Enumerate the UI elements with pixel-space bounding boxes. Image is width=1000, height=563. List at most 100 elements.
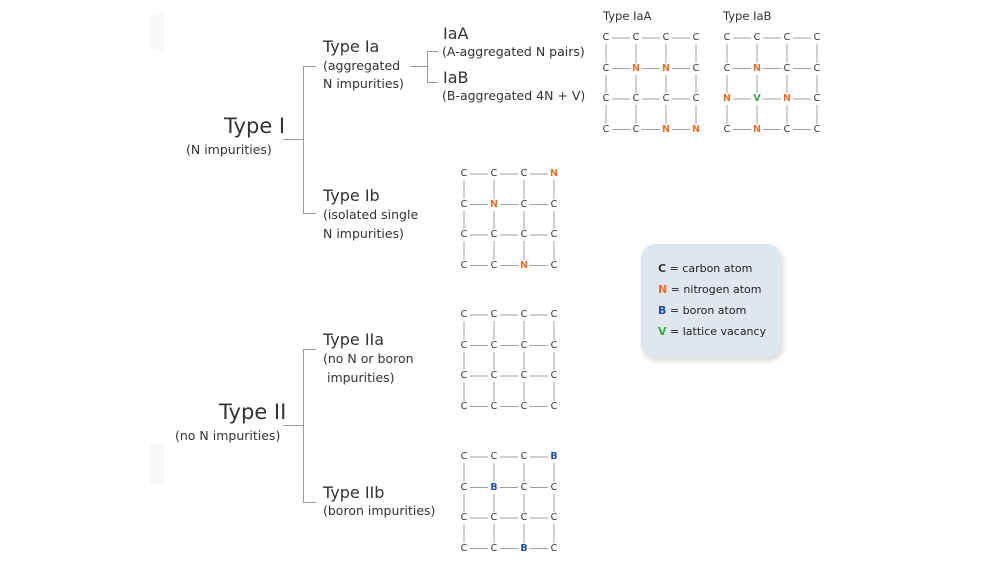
atom-carbon: C: [518, 451, 530, 463]
atom-carbon: C: [458, 168, 470, 180]
atom-carbon: C: [548, 400, 560, 413]
legend-box: C = carbon atom N = nitrogen atom B = bo…: [641, 244, 781, 358]
atom-carbon: C: [548, 229, 560, 241]
atom-nitrogen: N: [721, 93, 733, 105]
legend-symbol-boron: B: [658, 304, 667, 317]
atom-vacancy: V: [751, 93, 763, 105]
legend-text-carbon: = carbon atom: [666, 262, 753, 275]
atom-carbon: C: [488, 229, 500, 241]
lattice-bonds: [463, 314, 555, 407]
atom-carbon: C: [600, 62, 612, 75]
atom-nitrogen: N: [660, 62, 672, 75]
type-ib-desc-1: (isolated single: [323, 207, 419, 222]
type-i-bracket: [303, 66, 316, 214]
atom-carbon: C: [458, 229, 470, 241]
atom-carbon: C: [488, 542, 500, 555]
type-i-title: Type I: [224, 114, 286, 138]
lattice-label-iab: Type IaB: [723, 9, 772, 23]
type-ib-title: Type Ib: [323, 186, 380, 205]
atom-nitrogen: N: [781, 93, 793, 105]
type-iaa-title: IaA: [443, 24, 469, 43]
lattice-bonds: [463, 456, 555, 549]
type-ii-bracket: [303, 349, 316, 503]
type-ii-title: Type II: [219, 400, 287, 424]
atom-carbon: C: [488, 400, 500, 413]
atom-carbon: C: [781, 32, 793, 44]
type-iia-desc-2: impurities): [323, 370, 395, 385]
atom-carbon: C: [518, 400, 530, 413]
atom-carbon: C: [548, 512, 560, 524]
atom-carbon: C: [518, 229, 530, 241]
atom-carbon: C: [518, 512, 530, 524]
legend-item-vacancy: V = lattice vacancy: [658, 325, 766, 338]
type-iab-desc: (B-aggregated 4N + V): [442, 88, 586, 103]
atom-boron: B: [548, 451, 560, 463]
legend-item-boron: B = boron atom: [658, 304, 746, 317]
legend-item-nitrogen: N = nitrogen atom: [658, 283, 762, 296]
type-ia-bracket: [427, 51, 438, 83]
type-ia-title: Type Ia: [323, 37, 380, 56]
atom-carbon: C: [781, 123, 793, 136]
atom-carbon: C: [811, 32, 823, 44]
atom-carbon: C: [751, 32, 763, 44]
atom-carbon: C: [690, 93, 702, 105]
atom-carbon: C: [721, 62, 733, 75]
type-iia-desc-1: (no N or boron: [323, 351, 414, 366]
atom-carbon: C: [458, 198, 470, 211]
atom-carbon: C: [458, 339, 470, 352]
atom-carbon: C: [518, 339, 530, 352]
type-i-connector: [283, 139, 303, 140]
atom-nitrogen: N: [518, 259, 530, 272]
legend-symbol-carbon: C: [658, 262, 667, 275]
atom-carbon: C: [721, 123, 733, 136]
atom-carbon: C: [630, 32, 642, 44]
type-iaa-desc: (A-aggregated N pairs): [442, 44, 585, 59]
atom-nitrogen: N: [660, 123, 672, 136]
atom-boron: B: [518, 542, 530, 555]
atom-carbon: C: [690, 62, 702, 75]
type-ia-desc-2: N impurities): [323, 76, 404, 91]
atom-carbon: C: [458, 259, 470, 272]
atom-carbon: C: [518, 370, 530, 382]
atom-carbon: C: [548, 542, 560, 555]
atom-carbon: C: [548, 309, 560, 321]
type-i-subtitle: (N impurities): [186, 142, 272, 157]
lattice-bonds: [463, 173, 555, 266]
legend-item-carbon: C = carbon atom: [658, 262, 752, 275]
atom-carbon: C: [488, 512, 500, 524]
atom-boron: B: [488, 481, 500, 494]
atom-carbon: C: [488, 259, 500, 272]
atom-carbon: C: [630, 123, 642, 136]
type-ib-desc-2: N impurities): [323, 226, 404, 241]
atom-carbon: C: [488, 451, 500, 463]
atom-carbon: C: [600, 32, 612, 44]
faint-decoration-bottom: [150, 444, 164, 484]
type-iab-title: IaB: [443, 68, 469, 87]
atom-carbon: C: [548, 259, 560, 272]
atom-carbon: C: [488, 370, 500, 382]
atom-carbon: C: [660, 32, 672, 44]
atom-carbon: C: [488, 309, 500, 321]
type-ii-connector: [283, 425, 303, 426]
type-iib-title: Type IIb: [323, 483, 385, 502]
atom-carbon: C: [548, 481, 560, 494]
legend-text-vacancy: = lattice vacancy: [666, 325, 767, 338]
atom-carbon: C: [548, 370, 560, 382]
atom-carbon: C: [458, 542, 470, 555]
lattice-bonds: [726, 37, 818, 130]
atom-carbon: C: [721, 32, 733, 44]
legend-text-boron: = boron atom: [666, 304, 747, 317]
atom-carbon: C: [518, 168, 530, 180]
atom-carbon: C: [600, 93, 612, 105]
atom-carbon: C: [630, 93, 642, 105]
atom-nitrogen: N: [751, 123, 763, 136]
atom-carbon: C: [518, 309, 530, 321]
atom-carbon: C: [811, 62, 823, 75]
atom-carbon: C: [518, 481, 530, 494]
atom-carbon: C: [458, 309, 470, 321]
type-iia-title: Type IIa: [323, 330, 385, 349]
